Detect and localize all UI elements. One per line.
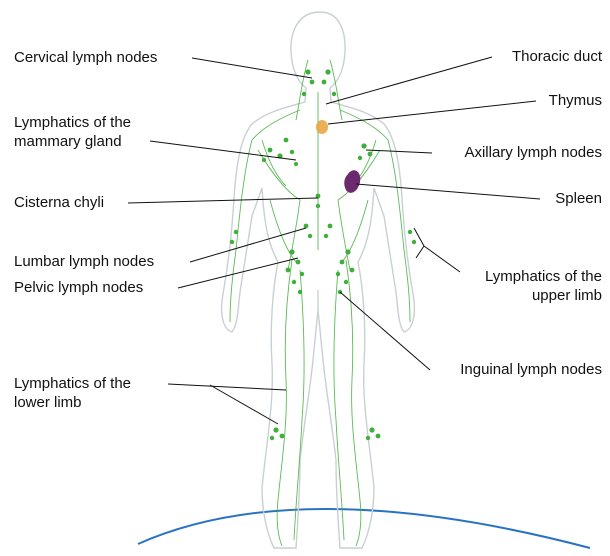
- leader-axillary: [366, 150, 432, 153]
- label-thymus: Thymus: [549, 91, 602, 110]
- leader-upper-limb-c: [416, 246, 424, 258]
- label-inguinal-lymph-nodes: Inguinal lymph nodes: [460, 360, 602, 379]
- leader-lower-limb-a: [168, 384, 286, 390]
- label-axillary-lymph-nodes: Axillary lymph nodes: [464, 143, 602, 162]
- leader-inguinal: [340, 292, 430, 370]
- leader-thymus: [328, 101, 536, 124]
- label-lymphatics-mammary-gland: Lymphatics of the mammary gland: [14, 113, 131, 151]
- leader-upper-limb-a: [424, 246, 460, 272]
- spleen-organ: [344, 170, 360, 193]
- label-cisterna-chyli: Cisterna chyli: [14, 193, 104, 212]
- leader-pelvic: [178, 258, 298, 288]
- leader-mammary: [150, 141, 296, 160]
- leader-lower-limb-b: [210, 385, 278, 424]
- label-lumbar-lymph-nodes: Lumbar lymph nodes: [14, 252, 154, 271]
- label-thoracic-duct: Thoracic duct: [512, 47, 602, 66]
- label-lymphatics-lower-limb: Lymphatics of the lower limb: [14, 374, 131, 412]
- label-cervical-lymph-nodes: Cervical lymph nodes: [14, 48, 157, 67]
- label-spleen: Spleen: [555, 189, 602, 208]
- leader-cisterna: [128, 198, 318, 203]
- leader-lumbar: [190, 228, 306, 262]
- leader-thoracic: [326, 57, 492, 104]
- label-lymphatics-upper-limb: Lymphatics of the upper limb: [485, 267, 602, 305]
- label-pelvic-lymph-nodes: Pelvic lymph nodes: [14, 278, 143, 297]
- leader-spleen: [356, 184, 540, 199]
- thymus-organ: [316, 120, 328, 134]
